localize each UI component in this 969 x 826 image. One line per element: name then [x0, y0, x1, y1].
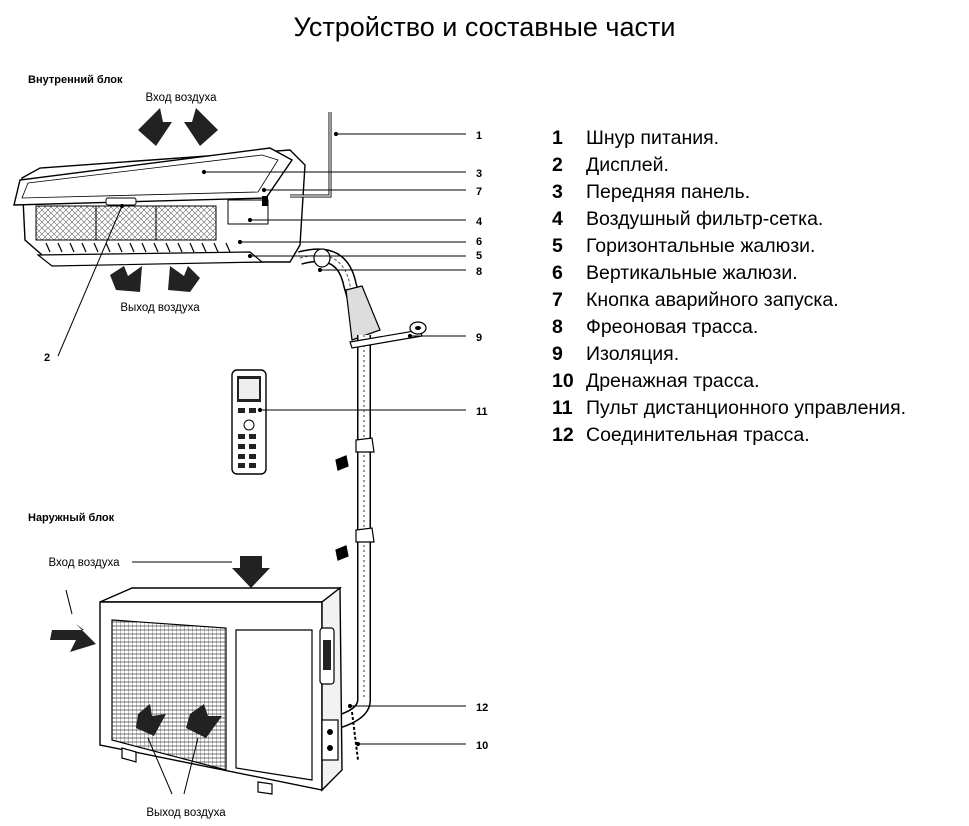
pipe-clamps — [335, 437, 375, 561]
outdoor-air-in-label: Вход воздуха — [49, 557, 121, 569]
indoor-air-in-arrows — [138, 108, 218, 146]
indoor-unit — [13, 147, 306, 267]
page-title: Устройство и составные части — [293, 12, 676, 42]
horizontal-louver — [36, 251, 264, 267]
callout-10: 10 — [476, 740, 488, 752]
outdoor-air-in-arrows — [50, 556, 270, 652]
callout-4: 4 — [476, 216, 483, 228]
air-filter-mesh — [35, 205, 217, 241]
indoor-air-out-arrows — [110, 266, 200, 292]
outdoor-unit — [99, 586, 343, 795]
emergency-button — [262, 196, 268, 206]
indoor-air-in-label: Вход воздуха — [146, 92, 218, 104]
callout-1: 1 — [476, 130, 482, 142]
remote-control — [231, 369, 267, 475]
callout-leaders — [57, 131, 466, 747]
callout-11: 11 — [476, 406, 488, 418]
front-panel — [13, 147, 294, 206]
callout-12: 12 — [476, 702, 488, 714]
indoor-air-out-label: Выход воздуха — [120, 302, 200, 314]
callout-8: 8 — [476, 266, 482, 278]
callout-2: 2 — [44, 352, 50, 364]
callout-3: 3 — [476, 168, 482, 180]
insulation-roll — [349, 321, 427, 349]
drain-hose — [351, 711, 359, 761]
insulation — [345, 285, 381, 341]
outdoor-air-out-arrows — [136, 704, 222, 738]
callout-5: 5 — [476, 250, 482, 262]
callout-9: 9 — [476, 332, 482, 344]
outdoor-air-out-label: Выход воздуха — [146, 807, 226, 819]
vertical-louvers — [45, 242, 231, 253]
callout-6: 6 — [476, 236, 482, 248]
indoor-unit-heading: Внутренний блок — [28, 74, 123, 86]
display — [105, 197, 137, 206]
outdoor-unit-heading: Наружный блок — [28, 512, 115, 524]
callout-7: 7 — [476, 186, 482, 198]
